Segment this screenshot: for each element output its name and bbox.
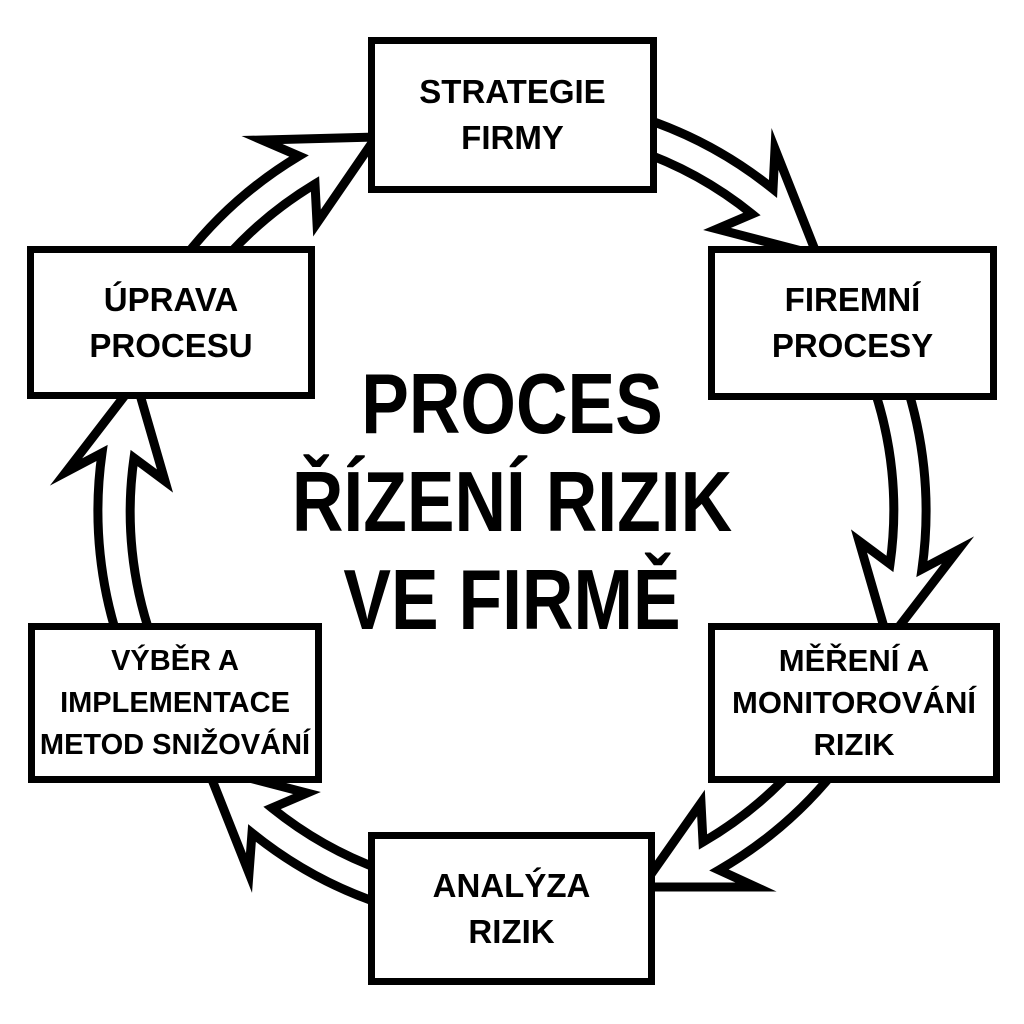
node-label-line: PROCESU bbox=[89, 326, 253, 364]
node-analyza-rizik: ANALÝZA RIZIK bbox=[368, 832, 655, 985]
node-label-line: METOD SNIŽOVÁNÍ bbox=[39, 729, 311, 761]
node-label-line: MONITOROVÁNÍ bbox=[732, 685, 976, 720]
node-label-line: ANALÝZA bbox=[432, 866, 591, 904]
node-label-line: RIZIK bbox=[813, 727, 895, 762]
arrow-vyber-to-uprava-icon bbox=[49, 371, 174, 659]
node-strategie-firmy: STRATEGIE FIRMY bbox=[368, 37, 657, 193]
diagram-title-line: PROCES bbox=[361, 357, 663, 452]
diagram-title: PROCES ŘÍZENÍ RIZIK VE FIRMĚ bbox=[285, 356, 739, 650]
node-label-line: VÝBĚR A bbox=[111, 645, 239, 677]
node-firemni-procesy: FIREMNÍ PROCESY bbox=[708, 246, 997, 400]
diagram-title-line: VE FIRMĚ bbox=[343, 553, 681, 648]
node-label-line: FIRMY bbox=[461, 119, 564, 156]
node-label-line: IMPLEMENTACE bbox=[60, 687, 290, 719]
node-label-line: FIREMNÍ bbox=[784, 281, 921, 318]
node-mereni-a-monitorovani-rizik: MĚŘENÍ A MONITOROVÁNÍ RIZIK bbox=[708, 623, 1000, 783]
diagram-title-line: ŘÍZENÍ RIZIK bbox=[291, 455, 733, 550]
node-uprava-procesu: ÚPRAVA PROCESU bbox=[27, 246, 315, 399]
node-label-line: RIZIK bbox=[468, 912, 555, 950]
node-label-line: ÚPRAVA bbox=[103, 280, 239, 318]
node-label-line: MĚŘENÍ A bbox=[778, 643, 930, 678]
arrow-firemni-to-mereni-icon bbox=[850, 363, 975, 651]
node-label-line: STRATEGIE bbox=[419, 73, 606, 110]
node-label-line: PROCESY bbox=[771, 327, 934, 364]
node-vyber-a-implementace: VÝBĚR A IMPLEMENTACE METOD SNIŽOVÁNÍ bbox=[28, 623, 322, 783]
